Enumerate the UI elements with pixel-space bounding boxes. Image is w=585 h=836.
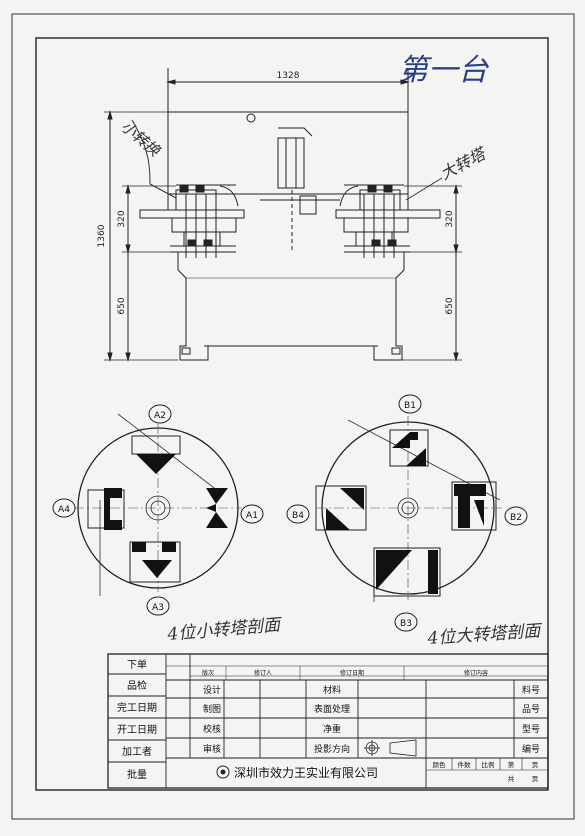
tb-net-weight: 净重 bbox=[323, 723, 341, 735]
tb-row-operator: 加工者 bbox=[122, 746, 152, 758]
large-turret-section bbox=[286, 394, 528, 632]
dim-lower-right: 650 bbox=[445, 297, 455, 314]
tb-material-no: 料号 bbox=[522, 684, 540, 696]
tb-surface: 表面处理 bbox=[314, 703, 350, 715]
leader-small-turntable bbox=[131, 119, 151, 185]
title-block-grid bbox=[107, 653, 549, 789]
tb-serial-no: 编号 bbox=[522, 743, 540, 755]
projection-symbol-icon bbox=[364, 739, 417, 757]
label-a4: A4 bbox=[58, 505, 70, 515]
caption-small-turret: 4位小转塔剖面 bbox=[166, 615, 284, 645]
label-b4: B4 bbox=[292, 511, 304, 521]
tb-drawing: 制图 bbox=[203, 703, 221, 715]
tb-rev-date: 修订日期 bbox=[340, 669, 364, 677]
company-name: 深圳市效力王实业有限公司 bbox=[234, 765, 378, 780]
label-b2: B2 bbox=[510, 513, 522, 523]
tb-rev-version: 版次 bbox=[202, 669, 214, 677]
tb-color: 颜色 bbox=[433, 760, 447, 769]
tb-row-order: 下单 bbox=[127, 659, 147, 671]
label-a1: A1 bbox=[246, 511, 258, 521]
handwritten-title: 第一台 bbox=[398, 53, 490, 88]
tb-scale: 比例 bbox=[482, 760, 495, 769]
label-a2: A2 bbox=[154, 411, 166, 421]
company-logo-icon bbox=[216, 765, 230, 779]
dim-upper-left: 320 bbox=[117, 210, 127, 227]
caption-large-turret: 4位大转塔剖面 bbox=[426, 621, 544, 649]
tb-row-batch: 批量 bbox=[127, 768, 147, 781]
tb-total-page: 页 bbox=[532, 775, 539, 783]
dim-upper-right: 320 bbox=[445, 210, 455, 227]
elevation-view bbox=[104, 68, 462, 362]
tb-page: 页 bbox=[532, 761, 539, 769]
dim-width-total: 1328 bbox=[277, 71, 300, 81]
tb-sheet-no: 第 bbox=[508, 760, 515, 769]
handwritten-small-turntable: 小转换 bbox=[117, 117, 164, 160]
tb-quantity: 件数 bbox=[458, 760, 472, 769]
small-turret-section bbox=[52, 404, 264, 616]
outer-border bbox=[11, 13, 575, 820]
tb-product-no: 品号 bbox=[522, 704, 540, 715]
dim-height-total: 1360 bbox=[97, 224, 107, 247]
label-a3: A3 bbox=[152, 603, 164, 613]
tb-row-finish-date: 完工日期 bbox=[117, 701, 157, 714]
tb-material: 材料 bbox=[323, 684, 341, 696]
tb-check: 校核 bbox=[203, 723, 221, 735]
tb-total: 共 bbox=[508, 774, 515, 783]
tb-design: 设计 bbox=[203, 684, 221, 696]
tb-rev-content: 修订内容 bbox=[464, 669, 488, 677]
label-b1: B1 bbox=[404, 401, 416, 411]
inner-border bbox=[35, 37, 549, 791]
dim-lower-left: 650 bbox=[117, 297, 127, 314]
tb-row-qc: 品检 bbox=[127, 679, 147, 692]
label-b3: B3 bbox=[400, 619, 412, 629]
leader-large-turntable bbox=[405, 177, 443, 201]
tb-model-no: 型号 bbox=[522, 724, 540, 735]
tb-rev-reviser: 修订人 bbox=[254, 669, 272, 677]
handwritten-large-turntable: 大转塔 bbox=[437, 143, 491, 184]
tb-approve: 审核 bbox=[203, 743, 221, 755]
tb-row-start-date: 开工日期 bbox=[117, 724, 157, 736]
tb-projection: 投影方向 bbox=[314, 743, 350, 755]
